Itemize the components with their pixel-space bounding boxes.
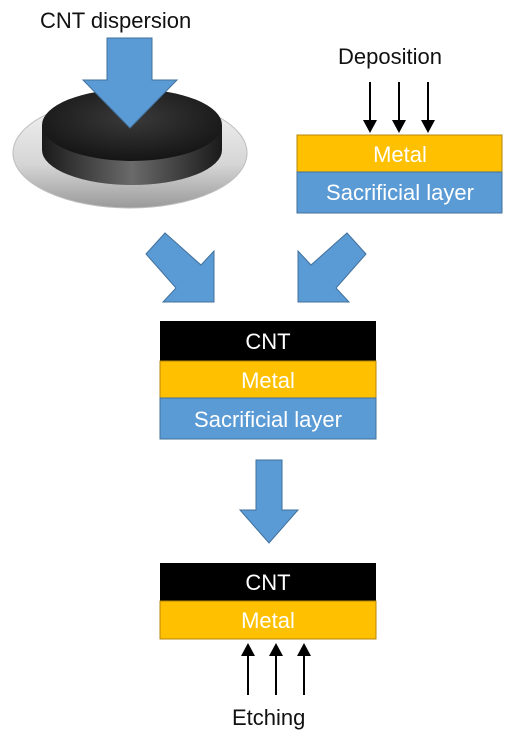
- flow-arrow-right: [297, 232, 367, 303]
- sacrificial-layer: [296, 171, 503, 214]
- flow-arrow-left: [145, 232, 215, 303]
- deposition-arrows-icon: [363, 82, 435, 133]
- etching-label: Etching: [232, 705, 306, 730]
- metal-label: Metal: [241, 368, 295, 393]
- sacrificial-label: Sacrificial layer: [194, 407, 342, 432]
- metal-layer: [159, 600, 377, 640]
- top-right-stack: Metal Sacrificial layer: [296, 134, 503, 214]
- etching-arrows-icon: [241, 643, 311, 695]
- metal-label: Metal: [373, 142, 427, 167]
- metal-layer: [296, 134, 503, 173]
- metal-layer: [159, 360, 377, 399]
- cnt-layer: [160, 563, 376, 601]
- flow-arrow-down: [238, 459, 300, 544]
- cnt-layer: [160, 321, 376, 361]
- bottom-stack: CNT Metal: [159, 563, 377, 640]
- cnt-label: CNT: [245, 570, 290, 595]
- metal-label: Metal: [241, 608, 295, 633]
- middle-stack: CNT Metal Sacrificial layer: [159, 321, 377, 440]
- cnt-dispersion-arrow: [81, 37, 179, 129]
- cnt-dispersion-label: CNT dispersion: [40, 8, 192, 33]
- deposition-label: Deposition: [338, 44, 442, 69]
- cnt-label: CNT: [245, 329, 290, 354]
- sacrificial-label: Sacrificial layer: [326, 180, 474, 205]
- sacrificial-layer: [159, 397, 377, 440]
